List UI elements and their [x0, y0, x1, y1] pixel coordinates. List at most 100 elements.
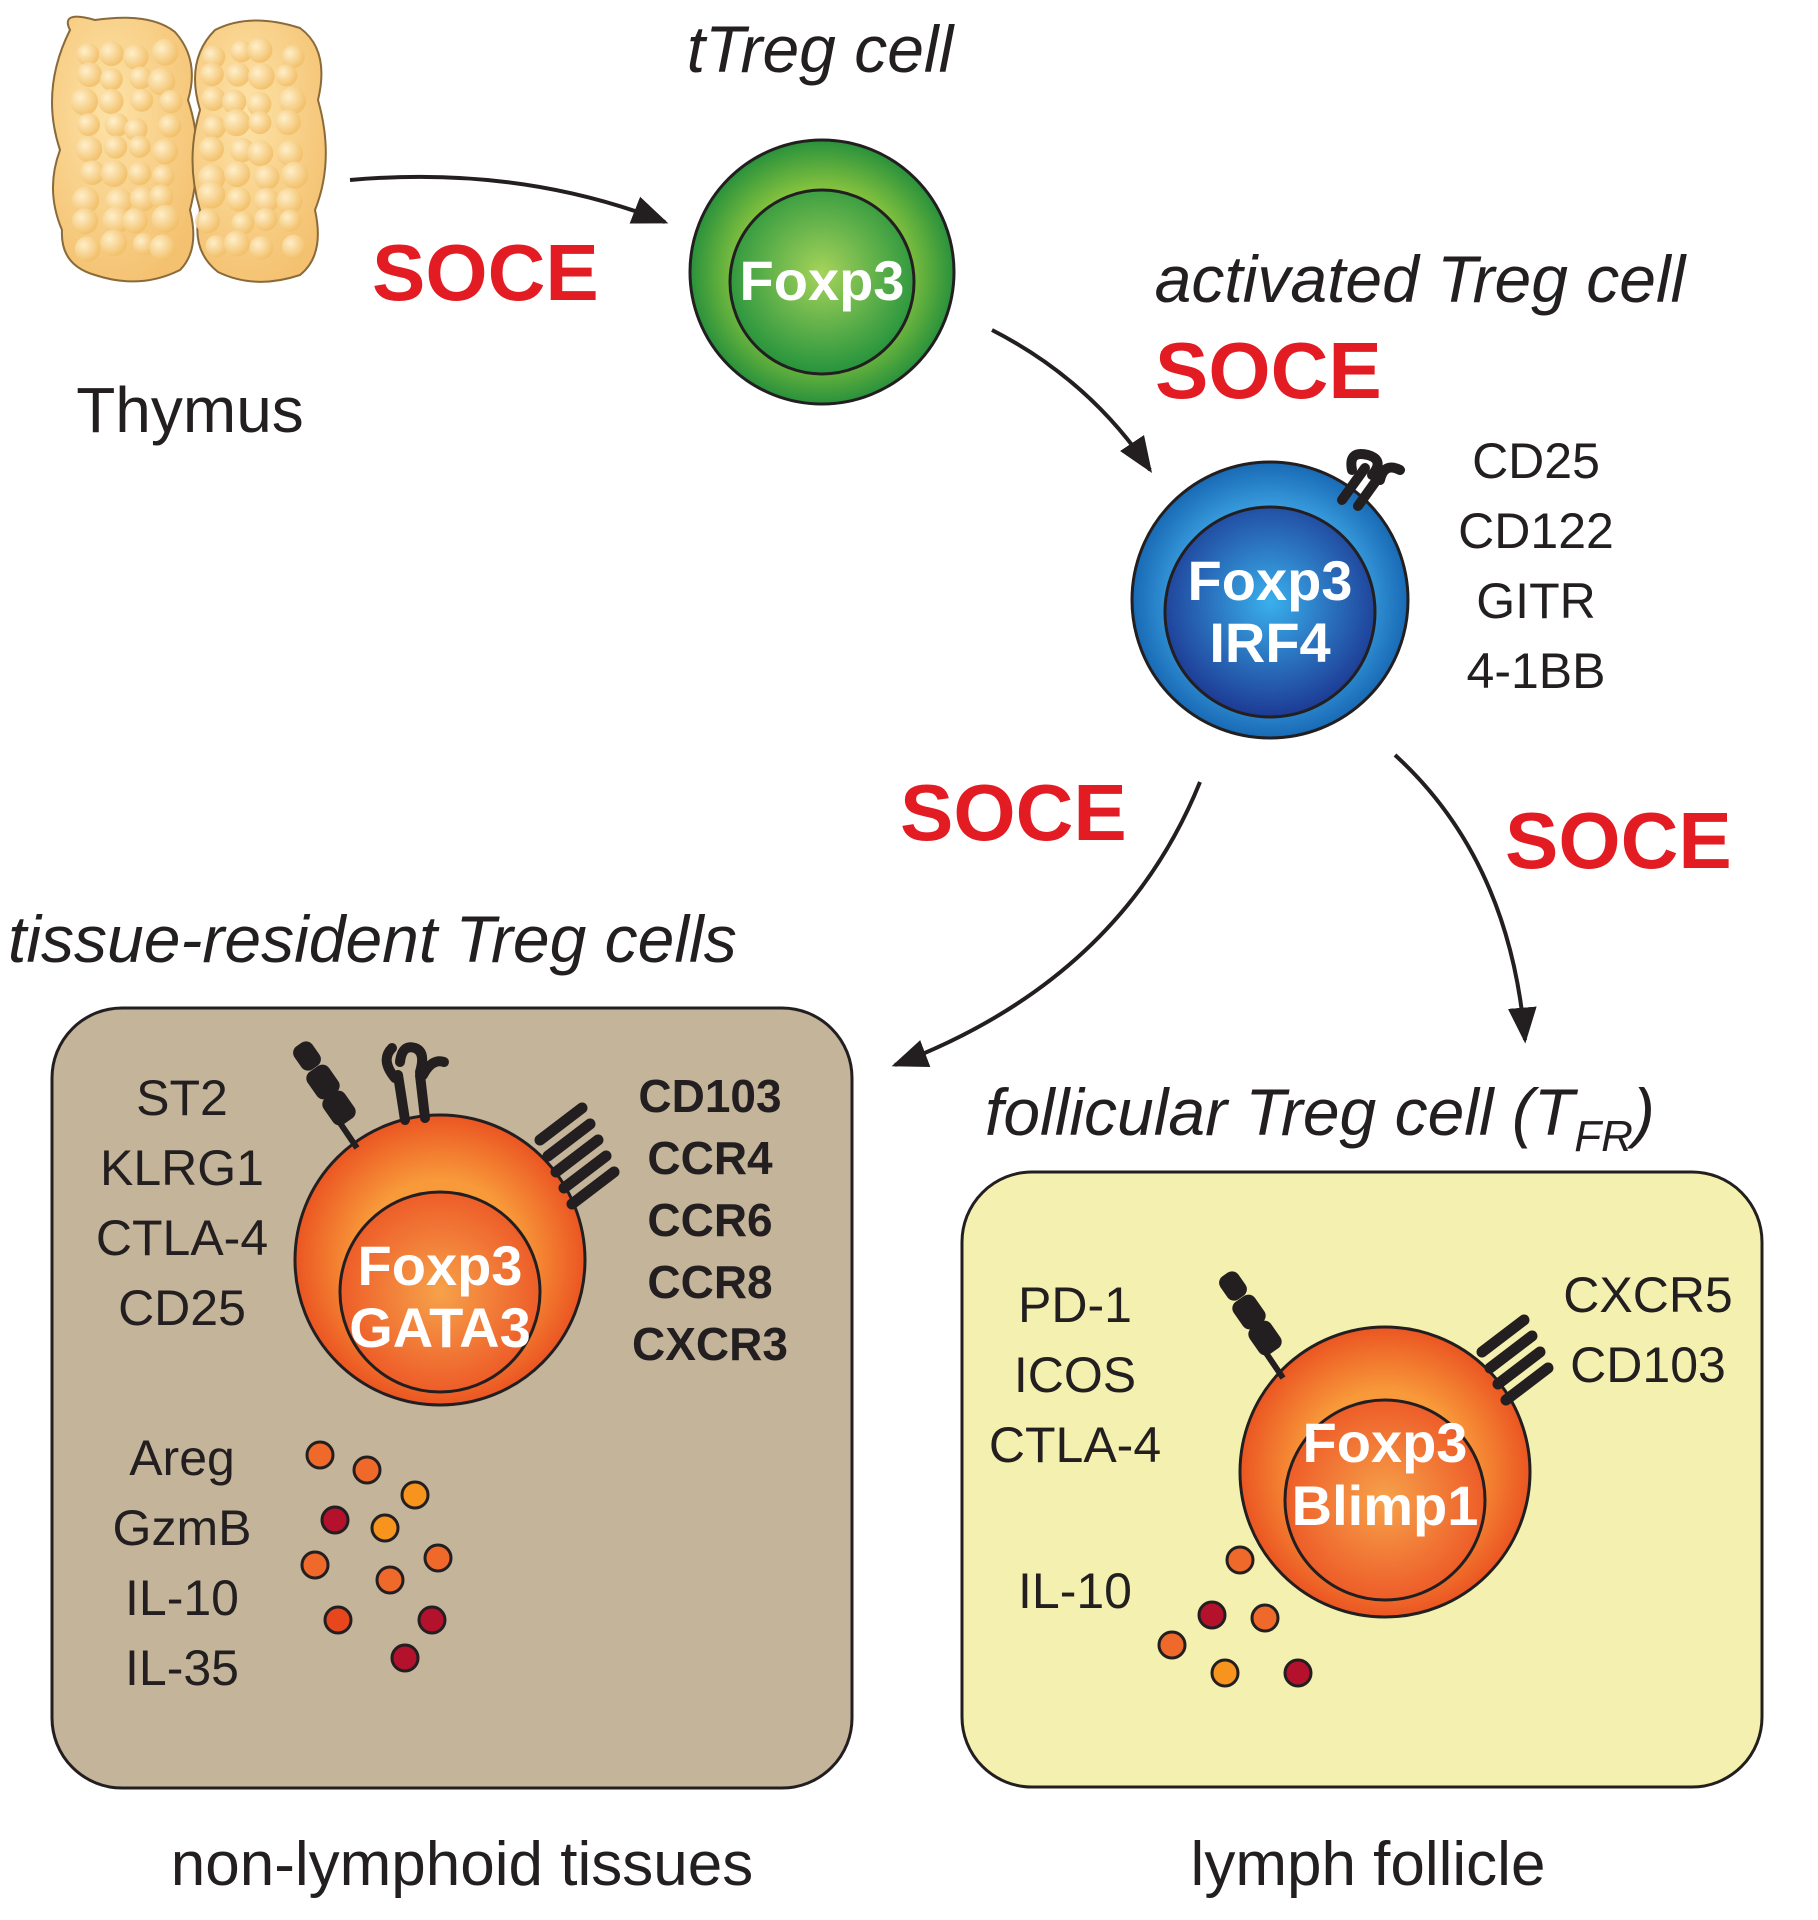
pd1-receptor-icon — [1219, 1271, 1286, 1380]
thymus-lobule — [276, 140, 304, 167]
follicular-secreted-dots — [1157, 1545, 1313, 1688]
tissue-nucleus-line-1: Foxp3 — [358, 1234, 523, 1297]
follicular-location-label: lymph follicle — [1191, 1830, 1546, 1899]
tissue-cell — [293, 1113, 587, 1407]
thymus-lobule — [281, 234, 307, 259]
ttreg-nucleus-label: Foxp3 — [740, 249, 905, 312]
tissue-secreted-dots — [300, 1440, 453, 1673]
thymus-lobule — [151, 38, 179, 66]
thymus-lobule — [104, 112, 129, 137]
thymus-lobule — [248, 110, 272, 135]
ttreg-cell — [688, 138, 956, 406]
arrow-thymus-to-ttreg — [349, 174, 669, 224]
thymus-lobule — [201, 45, 226, 69]
soce-label-4: SOCE — [1505, 796, 1732, 885]
activated-title: activated Treg cell — [1155, 242, 1688, 316]
thymus-lobule — [129, 186, 156, 212]
thymus-illustration — [51, 15, 327, 283]
thymus-lobule — [100, 229, 128, 257]
soce-label-2: SOCE — [1155, 326, 1382, 415]
thymus-lobule — [123, 44, 149, 70]
follicular-secreted: IL-10 — [1018, 1563, 1132, 1619]
thymus-lobule — [246, 91, 272, 117]
arrow-to-follicular — [1393, 753, 1537, 1044]
thymus-lobule — [230, 40, 253, 63]
thymus-lobule — [278, 86, 307, 115]
follicular-right-marker: CD103 — [1570, 1337, 1726, 1393]
thymus-lobule — [74, 236, 101, 262]
thymus-lobule — [152, 138, 179, 165]
thymus-lobule — [151, 164, 175, 188]
follicular-nucleus-line-1: Foxp3 — [1303, 1411, 1468, 1474]
tissue-location-label: non-lymphoid tissues — [171, 1830, 753, 1899]
thymus-lobule — [249, 236, 274, 260]
follicular-left-marker: PD-1 — [1018, 1277, 1132, 1333]
thymus-lobule — [254, 164, 280, 190]
thymus-lobule — [132, 233, 156, 256]
tissue-right-marker: CCR6 — [647, 1194, 772, 1246]
thymus-lobule — [231, 211, 255, 235]
thymus-lobule — [77, 62, 103, 88]
tissue-right-marker: CD103 — [638, 1070, 781, 1122]
follicular-cell — [1238, 1325, 1532, 1619]
thymus-lobule — [130, 88, 154, 112]
tissue-secreted: IL-10 — [125, 1570, 239, 1626]
thymus-lobule — [205, 235, 228, 258]
thymus-lobule — [225, 62, 250, 87]
tissue-title: tissue-resident Treg cells — [8, 902, 737, 976]
arrow-to-tissue-resident — [891, 781, 1202, 1068]
tissue-left-marker: CD25 — [118, 1280, 246, 1336]
thymus-lobule — [102, 206, 131, 235]
thymus-lobule — [72, 208, 99, 235]
activated-marker: 4-1BB — [1467, 643, 1606, 699]
follicular-title-subscript: FR — [1574, 1112, 1633, 1161]
thymus-lobule — [281, 45, 305, 69]
thymus-lobule — [100, 159, 128, 188]
thymus-lobule — [149, 184, 174, 209]
tissue-left-marker: CTLA-4 — [96, 1210, 268, 1266]
thymus-lobule — [201, 86, 226, 111]
soce-label-3: SOCE — [900, 768, 1127, 857]
activated-marker: GITR — [1476, 573, 1595, 629]
thymus-lobule — [276, 187, 303, 215]
thymus-lobule — [122, 208, 148, 234]
thymus-lobule — [200, 62, 224, 87]
follicular-left-marker: ICOS — [1014, 1347, 1136, 1403]
ttreg-title: tTreg cell — [687, 12, 956, 86]
ctla4-receptor-icon — [293, 1041, 360, 1150]
thymus-lobule — [77, 113, 100, 137]
thymus-lobule — [98, 41, 124, 67]
soce-label-1: SOCE — [372, 228, 599, 317]
thymus-lobule — [279, 209, 302, 232]
thymus-lobule — [275, 64, 298, 87]
receptor-icon — [381, 1042, 449, 1125]
tissue-secreted: IL-35 — [125, 1640, 239, 1696]
tissue-left-marker: KLRG1 — [100, 1140, 264, 1196]
follicular-left-marker: CTLA-4 — [989, 1417, 1161, 1473]
thymus-lobule — [80, 160, 105, 185]
thymus-lobule — [158, 114, 182, 138]
chemokine-receptor-icon — [1476, 1314, 1554, 1406]
thymus-lobule — [221, 89, 247, 115]
thymus-lobule — [202, 115, 226, 139]
tissue-right-marker: CCR8 — [647, 1256, 772, 1308]
follicular-right-marker: CXCR5 — [1563, 1267, 1732, 1323]
receptor-icon — [1337, 449, 1405, 511]
thymus-lobule — [75, 135, 103, 163]
thymus-lobule — [226, 187, 251, 212]
activated-marker: CD25 — [1472, 433, 1600, 489]
tissue-secreted: GzmB — [113, 1500, 252, 1556]
thymus-lobule — [103, 135, 128, 159]
thymus-lobule — [195, 208, 220, 234]
thymus-lobule — [127, 161, 152, 186]
thymus-lobule — [76, 43, 100, 66]
thymus-lobule — [275, 109, 301, 136]
activated-nucleus-line-1: Foxp3 — [1188, 549, 1353, 612]
thymus-lobule — [151, 204, 180, 233]
tissue-nucleus-line-2: GATA3 — [349, 1296, 530, 1359]
thymus-lobule — [128, 135, 151, 158]
tissue-right-marker: CXCR3 — [632, 1318, 788, 1370]
thymus-label: Thymus — [76, 374, 304, 446]
follicular-title-main: follicular Treg cell (T — [985, 1075, 1579, 1149]
